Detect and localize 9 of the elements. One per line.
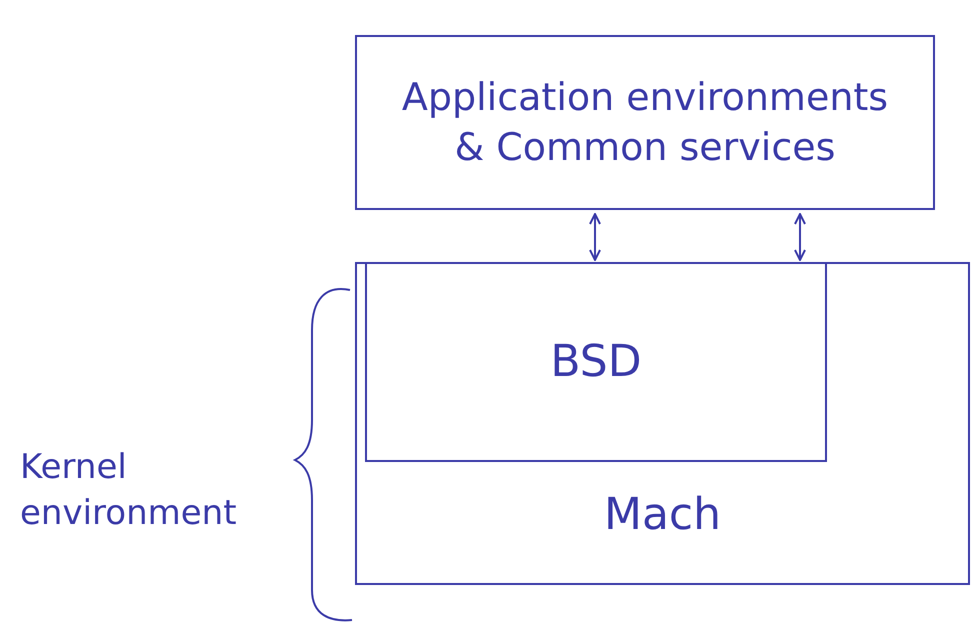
node-label: Mach: [604, 488, 721, 542]
node-label: BSD: [550, 335, 642, 390]
layer-box: [365, 262, 827, 462]
node-label: Application environments & Common services: [400, 74, 890, 170]
double-arrow: [589, 213, 601, 261]
layer-box: [355, 35, 935, 210]
bracket-label: Kernel environment: [20, 446, 238, 535]
kernel-box: [355, 262, 970, 585]
double-arrow: [794, 213, 806, 261]
